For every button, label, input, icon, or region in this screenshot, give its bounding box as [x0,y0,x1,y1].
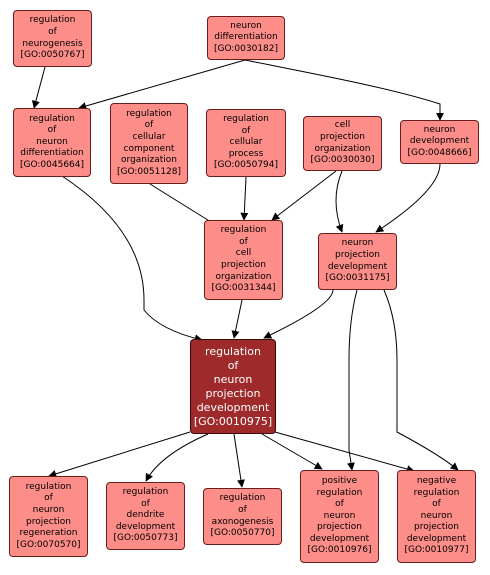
edge-neurogenesis-to-neuron-diff-reg [32,66,46,109]
node-go-id: [GO:0031344] [211,283,276,294]
node-label: regulation of cellular process [223,114,269,159]
edge-ccco-reg-to-cpo-reg [149,183,220,228]
node-positive-regulation-of-neuron-projection-development[interactable]: positive regulation of neuron projection… [300,470,379,563]
node-go-id: [GO:0030030] [310,155,375,166]
node-neuron-differentiation[interactable]: neuron differentiation [GO:0030182] [207,16,285,60]
node-go-id: [GO:0050767] [20,50,85,61]
edge-neuron-diff-to-neuron-dev [244,59,444,121]
edge-npd-to-pos-npd-reg [346,289,358,471]
node-label: neuron projection development [327,238,388,272]
edge-npd-reg-to-npr-reg [48,431,191,478]
node-label: cell projection organization [314,120,371,154]
node-go-id: [GO:0010976] [307,545,372,556]
edge-npd-reg-to-neg-npd-reg [274,431,415,473]
node-go-id: [GO:0050770] [210,528,275,539]
node-regulation-of-cellular-component-organization[interactable]: regulation of cellular component organiz… [110,103,188,184]
node-regulation-of-neuron-differentiation[interactable]: regulation of neuron differentiation [GO… [13,108,91,177]
node-go-id: [GO:0010975] [193,414,273,428]
node-label: regulation of neuron differentiation [20,113,84,159]
node-regulation-of-neuron-projection-regeneration[interactable]: regulation of neuron projection regenera… [9,476,88,557]
node-label: regulation of cell projection organizati… [215,225,272,282]
node-label: regulation of cellular component organiz… [121,108,177,166]
node-neuron-projection-development[interactable]: neuron projection development [GO:003117… [318,233,397,290]
node-label: regulation of neuron projection regenera… [19,481,78,539]
edge-cpo-reg-to-npd-reg [231,299,243,339]
node-go-id: [GO:0010977] [404,545,469,556]
node-neuron-development[interactable]: neuron development [GO:0048666] [400,120,479,164]
node-regulation-of-axonogenesis[interactable]: regulation of axonogenesis [GO:0050770] [203,488,282,545]
node-regulation-of-cell-projection-organization[interactable]: regulation of cell projection organizati… [204,220,283,300]
node-go-id: [GO:0031175] [325,273,390,284]
node-label: regulation of neuron projection developm… [196,344,270,414]
node-label: regulation of neurogenesis [22,15,83,49]
node-regulation-of-neurogenesis[interactable]: regulation of neurogenesis [GO:0050767] [13,10,92,67]
node-label: regulation of axonogenesis [211,493,274,527]
node-go-id: [GO:0070570] [16,539,81,550]
node-cell-projection-organization[interactable]: cell projection organization [GO:0030030… [303,116,382,171]
node-go-id: [GO:0048666] [407,147,472,158]
edge-npd-reg-to-dd-reg [145,433,209,482]
edge-npd-reg-to-axon-reg [233,433,245,488]
node-label: neuron differentiation [214,20,278,43]
edge-neuron-dev-to-npd [375,163,441,233]
edge-npd-to-npd-reg [263,289,334,339]
edge-cell-proj-org-to-cpo-reg [271,170,337,221]
node-regulation-of-neuron-projection-development[interactable]: regulation of neuron projection developm… [190,339,276,434]
node-go-id: [GO:0045664] [19,159,85,170]
node-regulation-of-dendrite-development[interactable]: regulation of dendrite development [GO:0… [106,482,185,550]
node-regulation-of-cellular-process[interactable]: regulation of cellular process [GO:00507… [206,109,286,177]
edge-cell-proj-org-to-npd [335,170,344,233]
node-label: negative regulation of neuron projection… [406,475,467,544]
edge-cell-proc-reg-to-cpo-reg [240,176,249,221]
node-go-id: [GO:0030182] [213,43,279,54]
node-label: positive regulation of neuron projection… [309,475,370,544]
edge-npd-to-neg-npd-reg [383,289,459,471]
node-label: neuron development [409,124,470,147]
node-go-id: [GO:0050794] [213,160,279,171]
node-label: regulation of dendrite development [115,487,176,532]
node-negative-regulation-of-neuron-projection-development[interactable]: negative regulation of neuron projection… [397,470,476,563]
edge-neuron-diff-to-neuron-diff-reg [78,59,246,110]
node-go-id: [GO:0051128] [116,166,182,177]
node-go-id: [GO:0050773] [113,533,178,544]
edge-npd-reg-to-pos-npd-reg [261,433,323,470]
edge-neuron-diff-reg-to-npd-reg [61,175,203,343]
